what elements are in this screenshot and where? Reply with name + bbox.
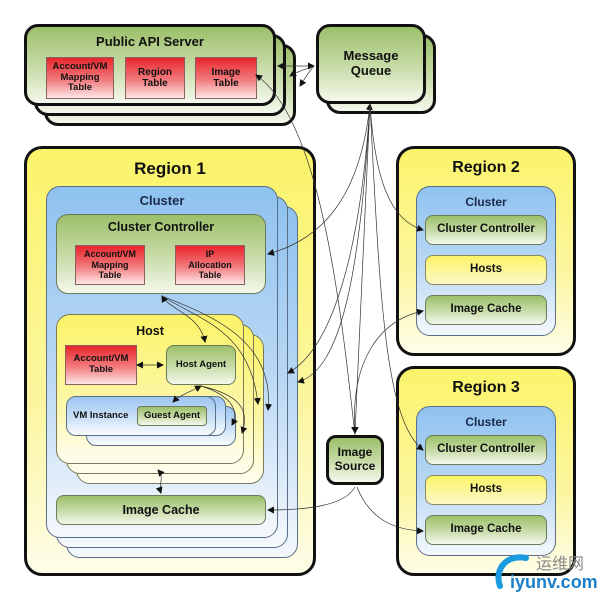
ip-allocation-table[interactable]: IP Allocation Table bbox=[175, 245, 245, 285]
cluster-controller-title: Cluster Controller bbox=[107, 220, 215, 234]
host-title: Host bbox=[136, 324, 164, 338]
vm-instance[interactable]: VM Instance Guest Agent bbox=[66, 396, 216, 436]
region-2-image-cache[interactable]: Image Cache bbox=[425, 295, 547, 325]
region-2-title: Region 2 bbox=[452, 159, 520, 176]
link-api-mq-3 bbox=[299, 65, 315, 87]
region-3-hosts[interactable]: Hosts bbox=[425, 475, 547, 505]
region-table[interactable]: Region Table bbox=[125, 57, 185, 99]
cc-account-vm-mapping-table[interactable]: Account/VM Mapping Table bbox=[75, 245, 145, 285]
region-3-cluster-controller[interactable]: Cluster Controller bbox=[425, 435, 547, 465]
watermark-cn: 运维网 bbox=[536, 554, 585, 573]
region-1-image-cache[interactable]: Image Cache bbox=[56, 495, 266, 525]
region-3-cluster-label: Cluster bbox=[465, 415, 507, 429]
public-api-server-title: Public API Server bbox=[96, 34, 204, 49]
image-table[interactable]: Image Table bbox=[195, 57, 257, 99]
region-2-cluster-label: Cluster bbox=[465, 195, 507, 209]
region-1-title: Region 1 bbox=[134, 159, 206, 178]
watermark: 运维网 iyunv.com bbox=[492, 548, 600, 600]
region-3-image-cache[interactable]: Image Cache bbox=[425, 515, 547, 545]
link-mq-imagesource bbox=[351, 103, 371, 434]
public-api-server[interactable]: Public API Server Account/VM Mapping Tab… bbox=[24, 24, 276, 106]
account-vm-table[interactable]: Account/VM Table bbox=[65, 345, 137, 385]
account-vm-mapping-table[interactable]: Account/VM Mapping Table bbox=[46, 57, 114, 99]
region-2-cluster-controller[interactable]: Cluster Controller bbox=[425, 215, 547, 245]
region-2-hosts[interactable]: Hosts bbox=[425, 255, 547, 285]
region-1-cluster-label: Cluster bbox=[139, 193, 185, 208]
watermark-en: iyunv.com bbox=[510, 572, 598, 592]
cluster-controller[interactable]: Cluster Controller Account/VM Mapping Ta… bbox=[56, 214, 266, 294]
host-agent[interactable]: Host Agent bbox=[166, 345, 236, 385]
vm-instance-label: VM Instance bbox=[73, 410, 129, 421]
image-source[interactable]: Image Source bbox=[326, 435, 384, 485]
guest-agent[interactable]: Guest Agent bbox=[137, 406, 207, 426]
watermark-logo-icon bbox=[495, 554, 529, 589]
message-queue[interactable]: Message Queue bbox=[316, 24, 426, 104]
region-3-title: Region 3 bbox=[452, 379, 520, 396]
